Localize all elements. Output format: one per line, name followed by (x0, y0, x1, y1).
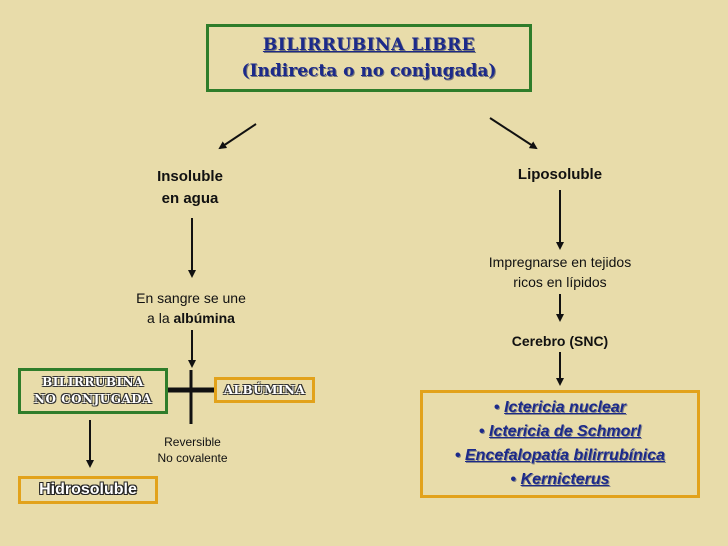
item-kernicterus: Kernicterus (520, 471, 610, 488)
impregnarse-line2: ricos en lípidos (513, 274, 607, 290)
sangre-line2-prefix: a la (147, 310, 174, 326)
title-line1: BILIRRUBINA LIBRE (262, 35, 476, 55)
consequences-box: • Ictericia nuclear • Ictericia de Schmo… (420, 390, 700, 498)
liposoluble-label: Liposoluble (517, 166, 603, 183)
list-item: • Ictericia de Schmorl (479, 420, 641, 444)
no-covalente-label: No covalente (157, 451, 228, 465)
reversible-label: Reversible (164, 435, 221, 449)
bullet: • (510, 471, 517, 488)
insoluble-line2: en agua (161, 190, 219, 207)
arrow-to-insoluble (218, 123, 257, 150)
sangre-line2-bold: albúmina (173, 310, 235, 326)
bond-type-label: Reversible No covalente (140, 434, 245, 466)
sangre-line1: En sangre se une (136, 290, 246, 306)
item-ictericia-nuclear: Ictericia nuclear (504, 399, 626, 416)
insoluble-line1: Insoluble (157, 168, 223, 185)
nc-line1: BILIRRUBINA (42, 375, 144, 389)
sangre-line2: a la albúmina (106, 308, 276, 328)
impregnarse-label: Impregnarse en tejidos ricos en lípidos (460, 252, 660, 292)
nc-line2: NO CONJUGADA (34, 392, 152, 406)
cerebro-label: Cerebro (SNC) (511, 333, 609, 349)
bilirrubina-no-conjugada-box: BILIRRUBINA NO CONJUGADA (18, 368, 168, 414)
list-item: • Encefalopatía bilirrubínica (455, 444, 665, 468)
list-item: • Ictericia nuclear (494, 396, 626, 420)
item-ictericia-schmorl: Ictericia de Schmorl (489, 423, 642, 440)
sangre-label: En sangre se une a la albúmina (106, 288, 276, 328)
albumina-box: ALBÚMINA (214, 377, 315, 403)
arrow-to-liposoluble (489, 117, 538, 150)
bilirrubina-libre-box: BILIRRUBINA LIBRE (Indirecta o no conjug… (206, 24, 532, 92)
title-line2: (Indirecta o no conjugada) (241, 61, 497, 81)
bullet: • (454, 447, 461, 464)
impregnarse-line1: Impregnarse en tejidos (488, 254, 632, 270)
item-encefalopatia: Encefalopatía bilirrubínica (465, 447, 666, 464)
hidrosoluble-box: Hidrosoluble (18, 476, 158, 504)
bullet: • (494, 399, 500, 416)
list-item: • Kernicterus (511, 468, 610, 492)
bullet: • (478, 423, 485, 440)
insoluble-label: Insoluble en agua (130, 166, 250, 210)
